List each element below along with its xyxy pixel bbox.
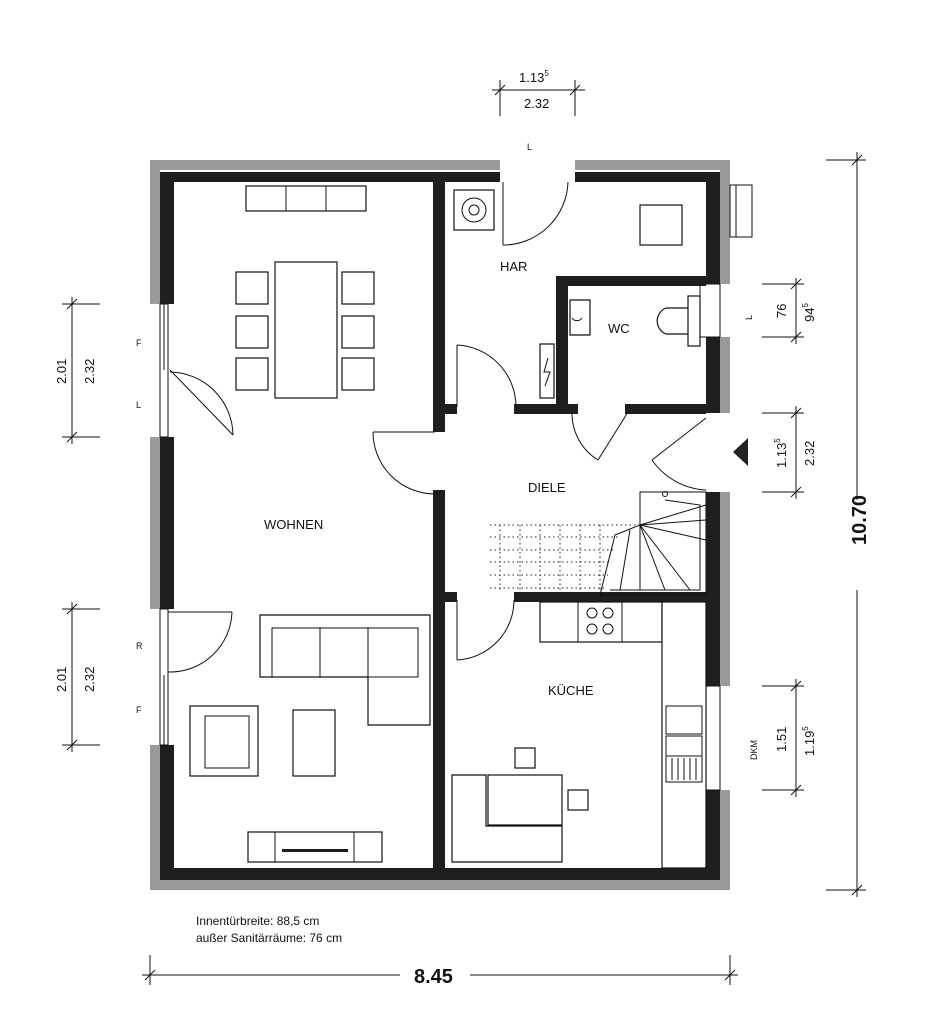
room-labels: WOHNEN HAR WC DIELE KÜCHE — [264, 259, 630, 698]
room-label-har: HAR — [500, 259, 527, 274]
svg-text:1.195: 1.195 — [801, 726, 817, 756]
dim-top-lower: 2.32 — [524, 96, 549, 111]
dim-right-entrance-a-sup: 5 — [773, 438, 782, 443]
furniture — [189, 185, 748, 869]
interior-walls — [433, 182, 706, 870]
room-label-diele: DIELE — [528, 480, 566, 495]
room-label-kueche: KÜCHE — [548, 683, 594, 698]
svg-text:945: 945 — [801, 303, 817, 322]
dim-right-wc-b-sup: 5 — [801, 303, 810, 308]
dim-total-width: 8.45 — [414, 966, 453, 988]
window-openings — [148, 158, 732, 790]
dim-right-kitchen-a: 1.51 — [774, 727, 789, 752]
dim-right-kitchen-b-sup: 5 — [801, 726, 810, 731]
window-letters: L F L R F L DKM — [136, 142, 759, 760]
window-letter-right-kitchen: DKM — [749, 740, 759, 760]
dim-top-upper: 1.13 — [519, 70, 544, 85]
dim-right-entrance-b: 2.32 — [802, 441, 817, 466]
dim-left-lower-a: 2.01 — [54, 667, 69, 692]
dimension-lines — [62, 80, 866, 985]
outer-walls — [150, 160, 730, 890]
note-sanitary: außer Sanitärräume: 76 cm — [196, 931, 342, 945]
room-label-wc: WC — [608, 321, 630, 336]
window-letter-left-upper-top: F — [136, 338, 142, 348]
dim-right-wc-b: 94 — [802, 308, 817, 322]
notes: Innentürbreite: 88,5 cm außer Sanitärräu… — [196, 914, 342, 945]
dim-left-upper-b: 2.32 — [82, 359, 97, 384]
window-letter-left-lower-bottom: F — [136, 705, 142, 715]
window-letter-left-upper-bottom: L — [136, 400, 141, 410]
dim-right-wc-a: 76 — [774, 304, 789, 318]
dim-right-kitchen-b: 1.19 — [802, 731, 817, 756]
dim-total-depth: 10.70 — [849, 495, 871, 545]
window-letter-top: L — [527, 142, 532, 152]
note-door-width: Innentürbreite: 88,5 cm — [196, 914, 319, 928]
svg-text:1.135: 1.135 — [773, 438, 789, 468]
window-letter-right-wc: L — [744, 315, 754, 320]
window-letter-left-lower-top: R — [136, 641, 143, 651]
dim-right-entrance-a: 1.13 — [774, 443, 789, 468]
stairs — [490, 491, 707, 596]
dim-left-lower-b: 2.32 — [82, 667, 97, 692]
dimension-texts: 1.135 2.32 2.01 2.32 2.01 2.32 76 945 1.… — [54, 69, 871, 988]
dim-left-upper-a: 2.01 — [54, 359, 69, 384]
svg-text:1.135: 1.135 — [519, 69, 549, 85]
door-swings — [167, 181, 707, 673]
dim-top-upper-sup: 5 — [544, 69, 549, 78]
room-label-wohnen: WOHNEN — [264, 517, 323, 532]
